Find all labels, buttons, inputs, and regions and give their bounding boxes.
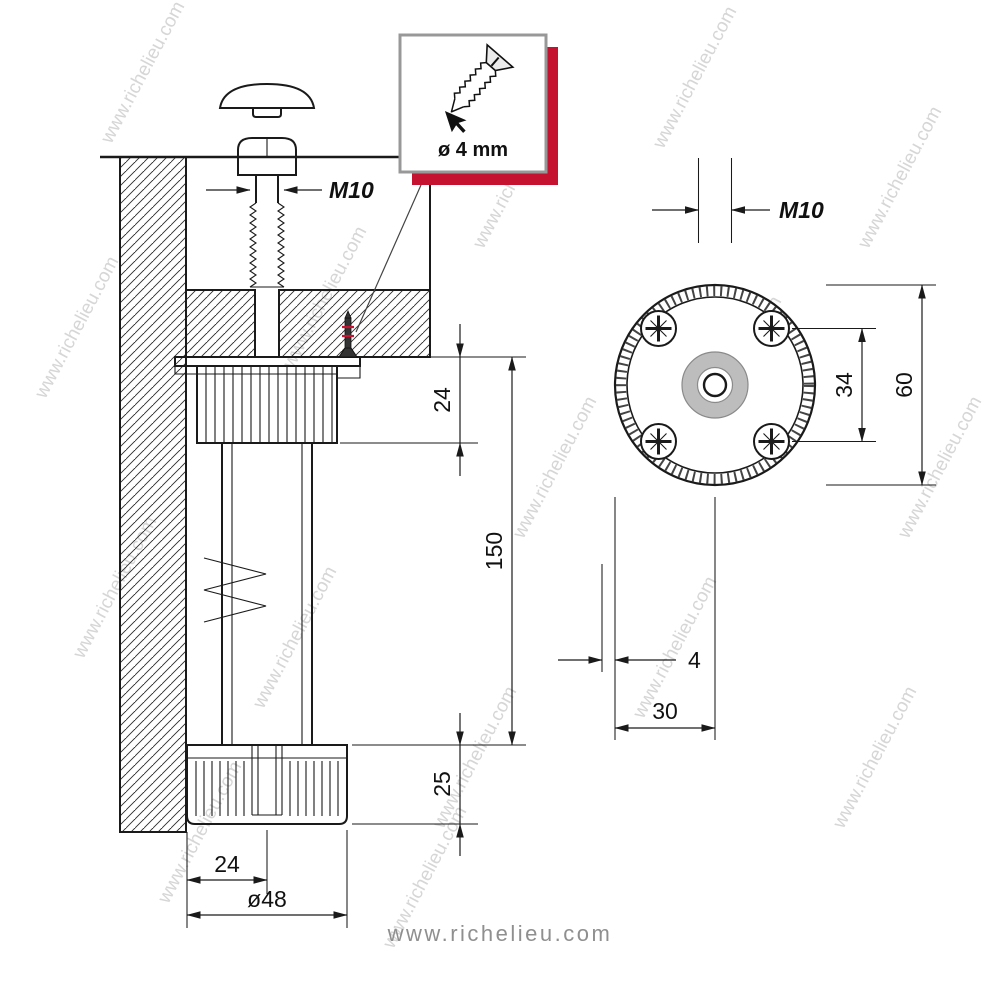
dim-label-4: 4: [688, 647, 701, 673]
callout-box: [398, 33, 548, 174]
dim-label-diameter-48: ø48: [247, 886, 287, 912]
cabinet-bottom-panel: [185, 157, 431, 358]
inner-clip: [203, 557, 267, 623]
watermark-text: www.richelieu.com: [248, 563, 341, 713]
dim-bolt-m10: M10: [206, 177, 374, 203]
mounting-plate: [613, 283, 817, 487]
center-hole: [702, 372, 728, 398]
dim-plate-m10: M10: [652, 158, 824, 243]
mounting-screw: [639, 309, 678, 348]
foot-knurling: [195, 761, 339, 816]
dim-label-150: 150: [481, 532, 507, 570]
section-view: M10: [100, 82, 526, 928]
mounting-flange: [174, 356, 361, 444]
dim-label-24-bottom: 24: [214, 851, 240, 877]
dim-plate-diameter: 60: [826, 284, 936, 486]
bolt-size-label: M10: [329, 177, 374, 203]
dim-foot-bottom: 24 ø48: [186, 830, 348, 928]
connector-bolt: [237, 137, 297, 288]
dim-leg-height: 150: [352, 356, 526, 746]
watermark-text: www.richelieu.com: [30, 253, 123, 403]
watermark-text: www.richelieu.com: [428, 683, 521, 833]
bolt-thread-left: [249, 202, 257, 288]
callout-size-label: ø 4 mm: [438, 139, 508, 161]
countersunk-screw-icon: [450, 43, 515, 114]
dim-flange-height: 24: [340, 324, 526, 476]
watermark-text: www.richelieu.com: [96, 0, 189, 148]
dim-edge-offset: 4: [558, 564, 701, 673]
dim-label-34: 34: [831, 372, 857, 398]
mounting-screw: [752, 422, 791, 461]
leveling-foot: [186, 744, 348, 825]
dim-center-to-edge: 30: [614, 497, 716, 740]
watermark-text: www.richelieu.com: [828, 683, 921, 833]
dim-label-60: 60: [891, 372, 917, 398]
screw-callout: ø 4 mm: [355, 33, 558, 333]
cover-cap: [218, 82, 316, 118]
top-view: M10 34 60 4 30: [558, 158, 936, 740]
dim-label-24-flange: 24: [429, 387, 455, 413]
flange-ribs: [205, 366, 333, 443]
flange-cup: [196, 365, 338, 444]
callout-leader-line: [355, 184, 422, 333]
footer-website-url: www.richelieu.com: [387, 921, 613, 946]
foot-stem: [251, 745, 283, 816]
leg-tube: [203, 443, 313, 745]
watermark-text: www.richelieu.com: [893, 393, 986, 543]
cabinet-side-panel: [119, 156, 187, 833]
watermark-text: www.richelieu.com: [508, 393, 601, 543]
mounting-screw: [639, 422, 678, 461]
watermark-text: www.richelieu.com: [648, 3, 741, 153]
dim-label-30: 30: [652, 698, 678, 724]
fixing-screw: [338, 309, 358, 358]
knurled-ring: [616, 286, 814, 484]
cursor-icon: [443, 108, 470, 135]
mounting-screw: [752, 309, 791, 348]
screw-red-marks: [342, 325, 354, 338]
bolt-thread-right: [277, 202, 285, 288]
dim-foot-height: 25: [352, 713, 478, 856]
dim-screw-spacing: 34: [792, 327, 876, 443]
watermark-text: www.richelieu.com: [853, 103, 946, 253]
plate-bolt-size-label: M10: [779, 197, 824, 223]
bolt-head: [237, 137, 297, 176]
dim-label-25: 25: [429, 771, 455, 797]
